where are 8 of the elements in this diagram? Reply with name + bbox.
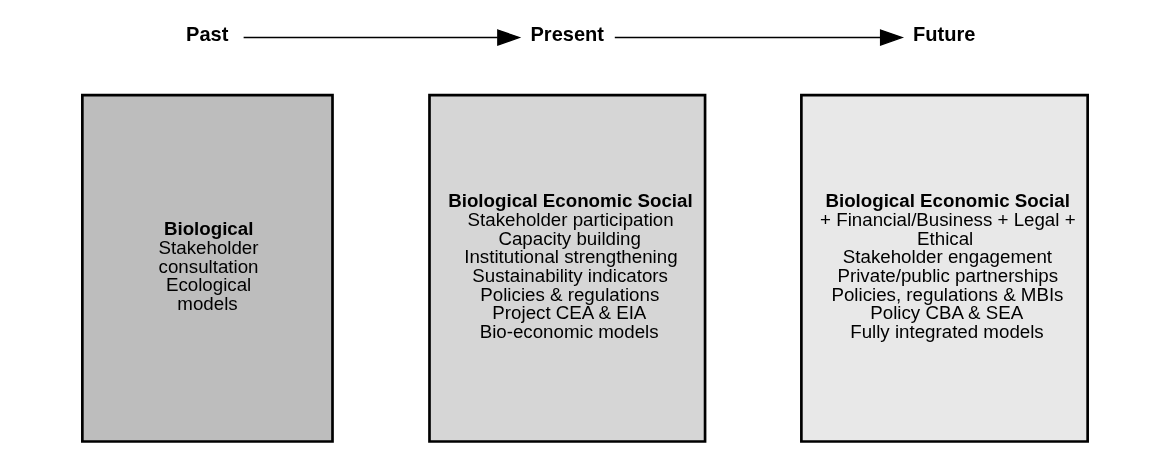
node-text: Present bbox=[529, 22, 604, 45]
arrow bbox=[613, 29, 904, 46]
node-box: Biological Economic Social Stakeholder participation Capacity building Institutional strengthening Sustainability indicators Policies & regulations Project CEA & EIA Bio-economic models bbox=[427, 93, 706, 443]
node-text: Past bbox=[185, 22, 228, 45]
node-box: Biological Economic Social + Financial/Business + Legal + Ethical Stakeholder engagement Private/public partnerships Policies, regulations & MBIs Policy CBA & SEA Fully integrated models bbox=[799, 93, 1089, 443]
node-box: Biological Stakeholder consultation Ecological models bbox=[80, 93, 334, 443]
node-text: Future bbox=[912, 22, 975, 45]
arrow bbox=[242, 29, 521, 46]
